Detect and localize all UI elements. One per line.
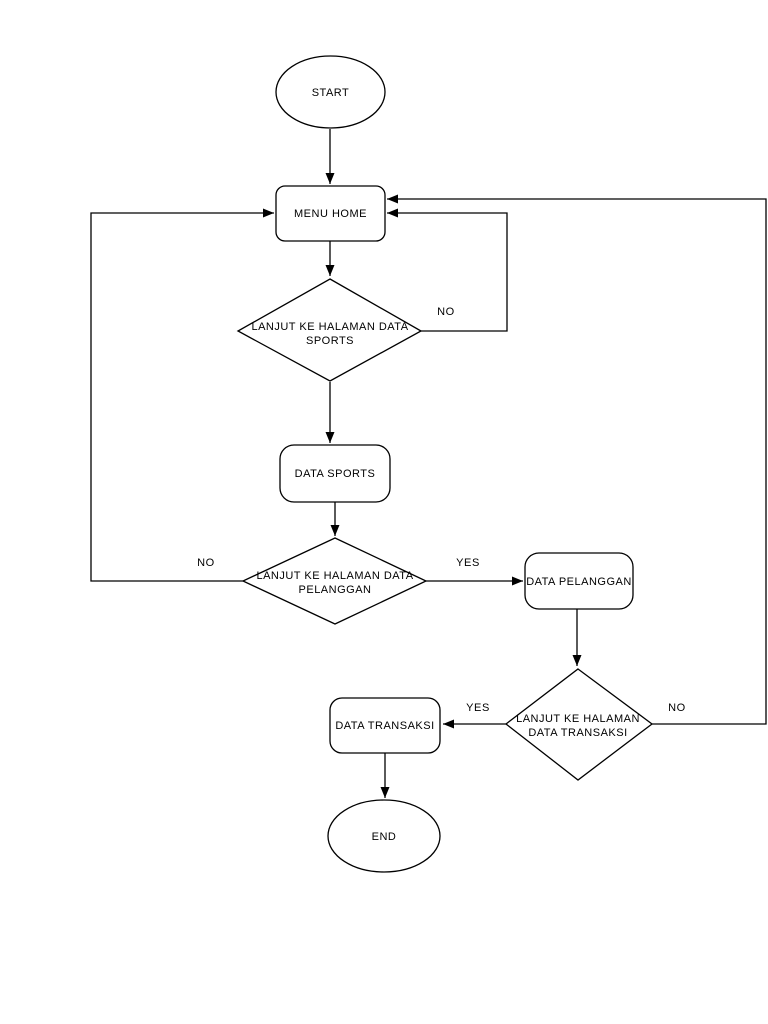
decision-transaksi-label-line2: DATA TRANSAKSI [528, 727, 627, 739]
node-end: END [327, 799, 441, 873]
start-label: START [312, 87, 350, 99]
decision-pelanggan-diamond-shape [241, 537, 428, 625]
data-transaksi-label: DATA TRANSAKSI [335, 720, 434, 732]
data-pelanggan-label: DATA PELANGGAN [526, 576, 632, 588]
edge-decision-sports-no-loop-to-menu-home [387, 208, 508, 332]
edge-label-pelanggan-yes: YES [456, 557, 480, 569]
decision-sports-label-line1: LANJUT KE HALAMAN DATA [251, 321, 408, 333]
node-decision-pelanggan: LANJUT KE HALAMAN DATA PELANGGAN [241, 537, 428, 625]
node-decision-transaksi: LANJUT KE HALAMAN DATA TRANSAKSI [504, 668, 654, 781]
decision-sports-label-line2: SPORTS [306, 335, 354, 347]
data-sports-process-shape [279, 444, 391, 503]
edge-label-transaksi-no: NO [668, 702, 686, 714]
menu-home-label: MENU HOME [294, 208, 367, 220]
node-data-pelanggan: DATA PELANGGAN [524, 552, 634, 610]
node-decision-sports: LANJUT KE HALAMAN DATA SPORTS [236, 278, 423, 382]
decision-sports-diamond-shape [236, 278, 423, 382]
data-sports-label: DATA SPORTS [295, 468, 376, 480]
node-menu-home: MENU HOME [275, 185, 386, 242]
decision-transaksi-diamond-shape [504, 668, 654, 781]
node-data-transaksi: DATA TRANSAKSI [329, 697, 441, 754]
data-pelanggan-process-shape [524, 552, 634, 610]
node-start: START [275, 55, 386, 129]
menu-home-process-shape [275, 185, 386, 242]
edge-label-pelanggan-no: NO [197, 557, 215, 569]
edge-labels: NO NO YES YES NO [197, 306, 686, 714]
decision-pelanggan-label-line1: LANJUT KE HALAMAN DATA [256, 570, 413, 582]
node-data-sports: DATA SPORTS [279, 444, 391, 503]
decision-pelanggan-label-line2: PELANGGAN [299, 584, 372, 596]
edge-decision-transaksi-no-loop-to-menu-home [387, 194, 767, 725]
decision-transaksi-label-line1: LANJUT KE HALAMAN [516, 713, 640, 725]
edge-label-transaksi-yes: YES [466, 702, 490, 714]
start-terminator-shape [275, 55, 386, 129]
data-transaksi-process-shape [329, 697, 441, 754]
end-label: END [372, 831, 397, 843]
edge-decision-pelanggan-no-loop-to-menu-home [90, 208, 274, 582]
end-terminator-shape [327, 799, 441, 873]
edge-label-sports-no: NO [437, 306, 455, 318]
edges [90, 129, 767, 798]
